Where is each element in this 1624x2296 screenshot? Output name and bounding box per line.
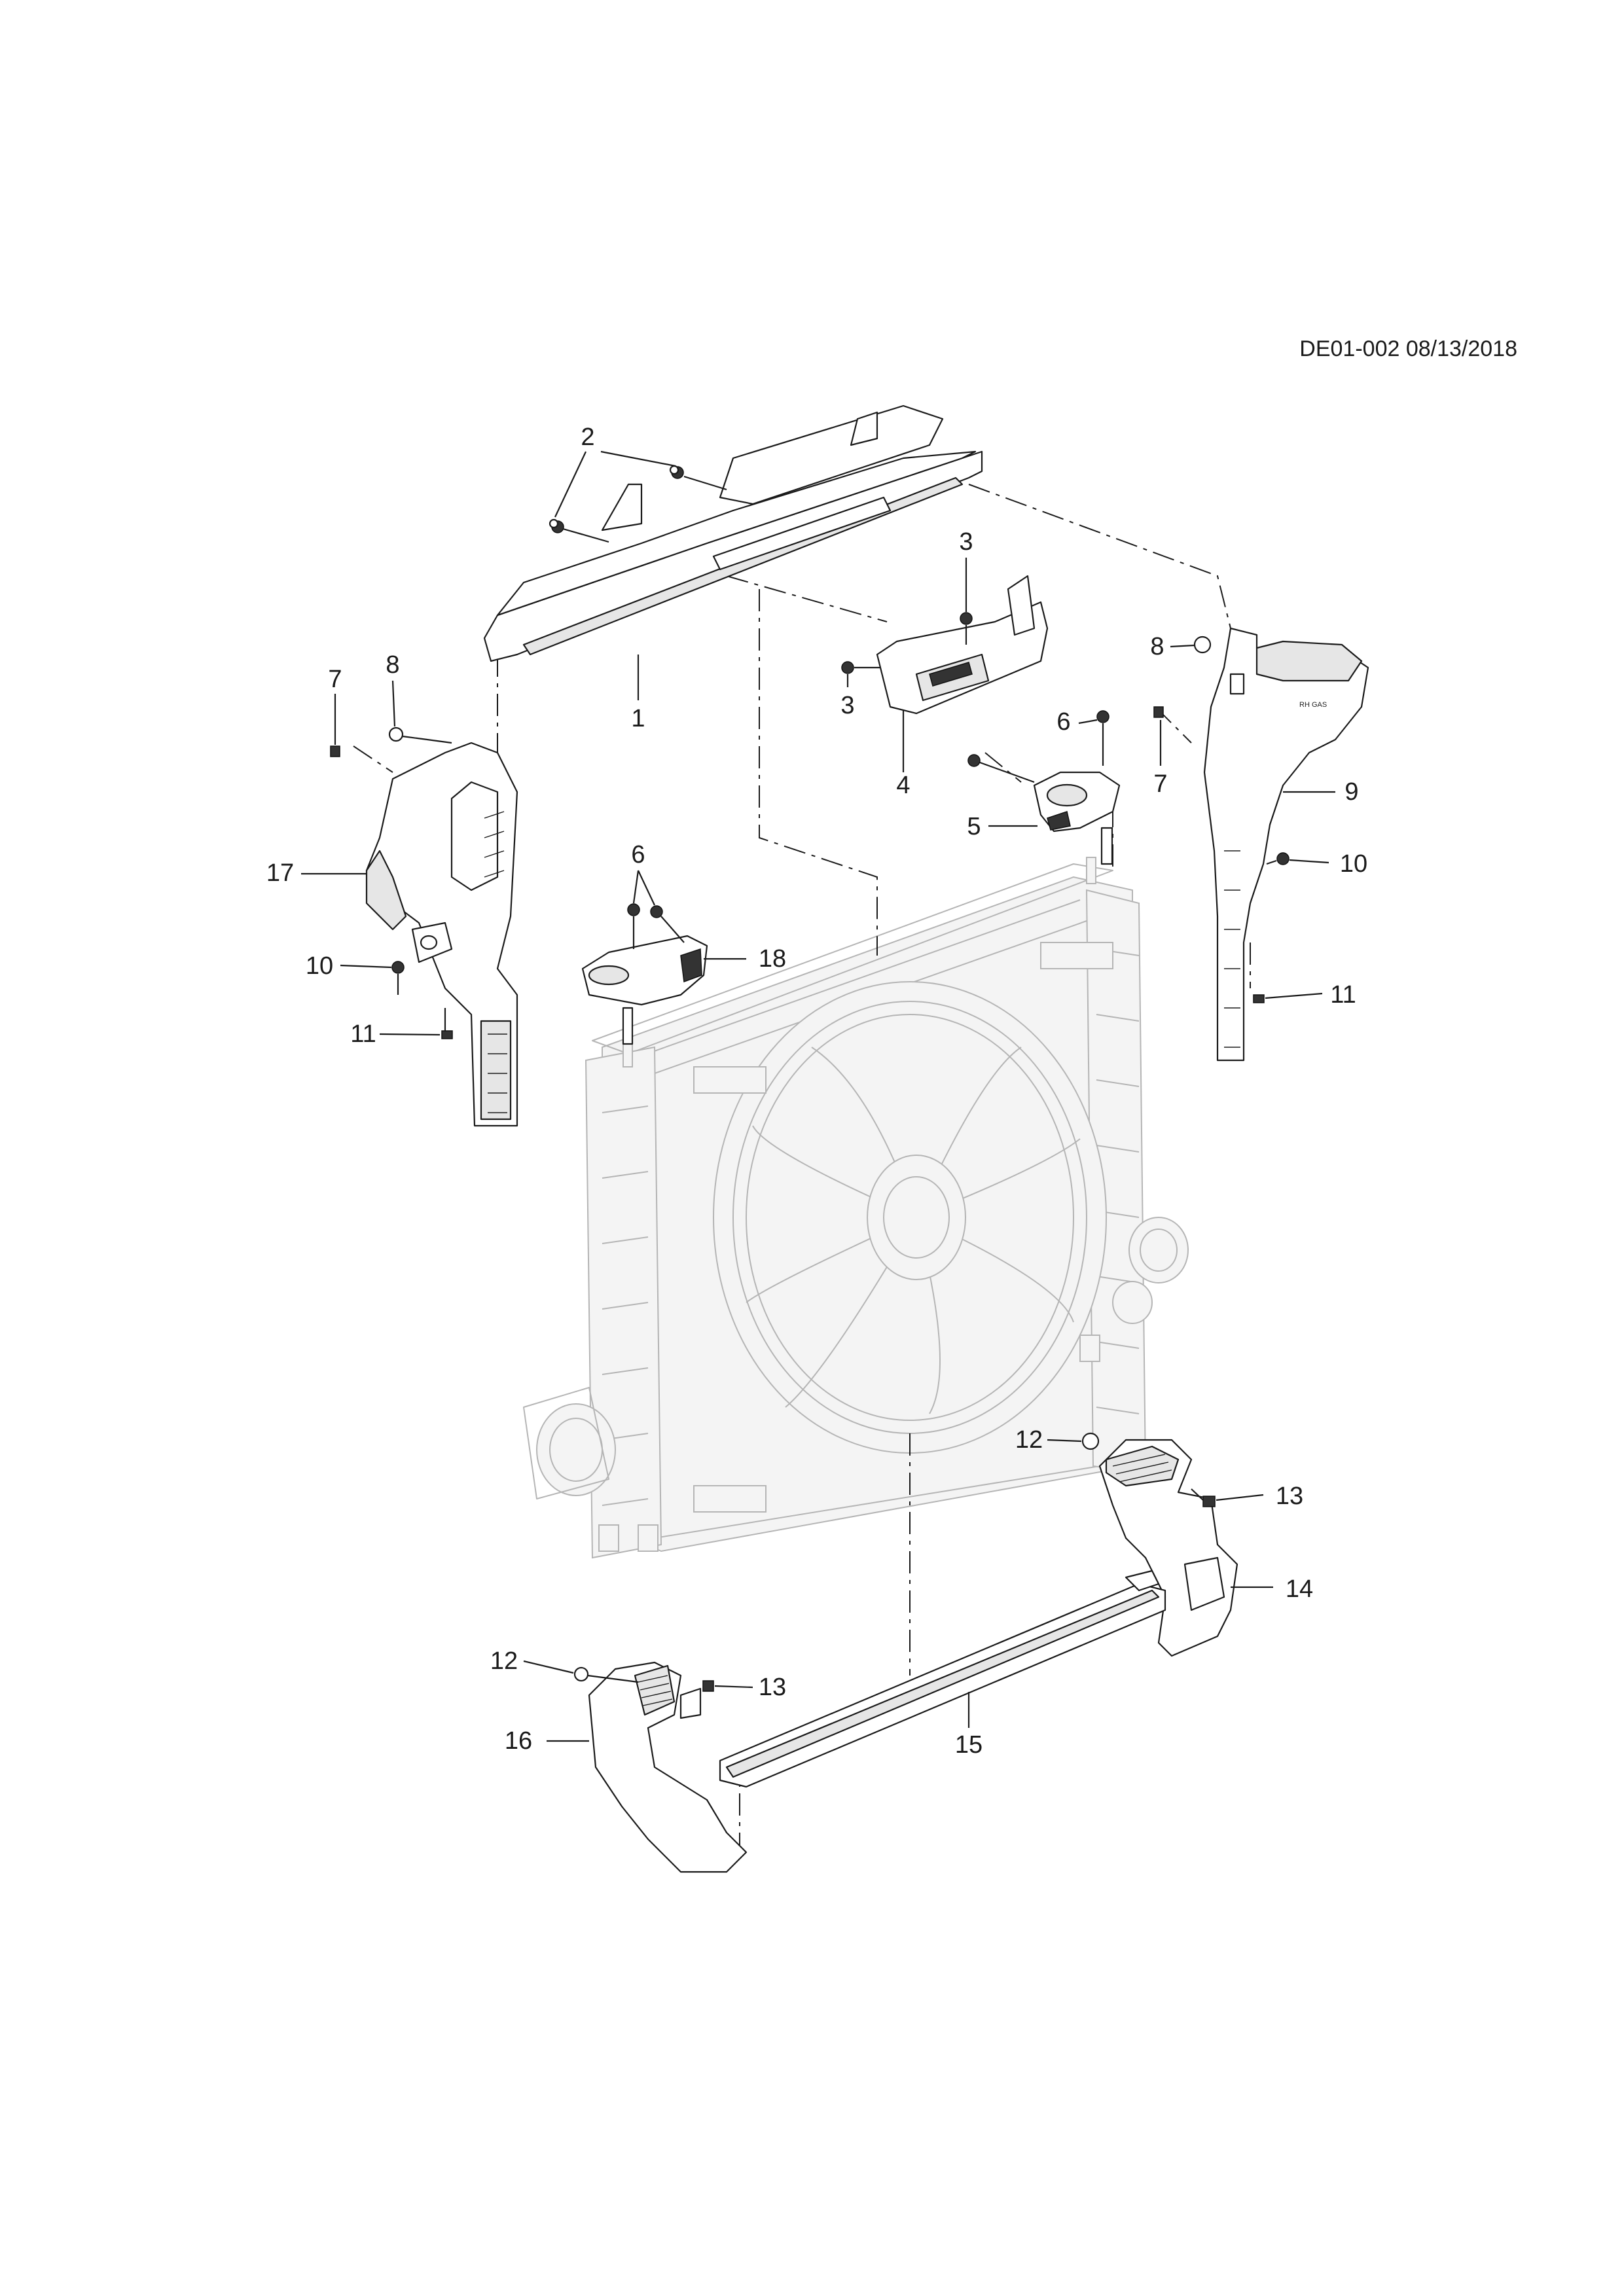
document-code: DE01-002 08/13/2018	[1299, 336, 1517, 361]
callout-9: 9	[1344, 778, 1358, 806]
callout-11-left: 11	[350, 1020, 376, 1048]
callout-8-left: 8	[386, 651, 399, 679]
part-16-lower-left-deflector	[547, 1661, 748, 1873]
part-15-lower-baffle-rail	[719, 1570, 1166, 1788]
callout-leaders	[334, 450, 1329, 1689]
radiator-fan-assembly-ghost	[523, 857, 1189, 1559]
part-1-upper-air-baffle	[483, 404, 983, 700]
callout-10-right: 10	[1340, 850, 1367, 878]
fasteners	[330, 465, 1290, 1692]
rh-gas-decal: RH GAS	[1299, 701, 1327, 709]
part-5-bracket	[988, 771, 1121, 865]
part-9-right-side-baffle: RH GAS	[1203, 627, 1369, 1062]
callout-13-right: 13	[1276, 1482, 1303, 1510]
callout-3-upper: 3	[959, 528, 973, 556]
part-4-center-bracket	[876, 575, 1049, 772]
callout-12-right: 12	[1015, 1426, 1043, 1454]
callout-18: 18	[759, 945, 786, 973]
callout-15: 15	[955, 1731, 983, 1759]
callout-11-right: 11	[1330, 981, 1356, 1009]
callout-labels: 1 2 3 3 4 5 6 6 7 7 8 8 9 10 10 11 11 12…	[266, 423, 1367, 1759]
part-18-bracket	[581, 935, 746, 1045]
part-17-left-side-baffle	[301, 742, 518, 1127]
callout-13-left: 13	[759, 1674, 786, 1701]
callout-2: 2	[581, 423, 594, 451]
callout-7-left: 7	[328, 666, 342, 693]
callout-10-left: 10	[306, 952, 333, 980]
callout-14: 14	[1286, 1575, 1313, 1603]
callout-4: 4	[896, 772, 910, 799]
callout-16: 16	[505, 1727, 532, 1755]
callout-6-lower: 6	[631, 841, 645, 869]
callout-5: 5	[967, 813, 981, 840]
callout-1: 1	[631, 705, 645, 732]
callout-12-left: 12	[490, 1647, 518, 1675]
callout-17: 17	[266, 859, 294, 887]
callout-8-right: 8	[1150, 633, 1164, 660]
callout-7-right: 7	[1153, 770, 1167, 798]
callout-6-upper: 6	[1056, 708, 1070, 736]
callout-3-lower: 3	[840, 692, 854, 719]
part-14-lower-right-deflector	[1098, 1439, 1273, 1657]
